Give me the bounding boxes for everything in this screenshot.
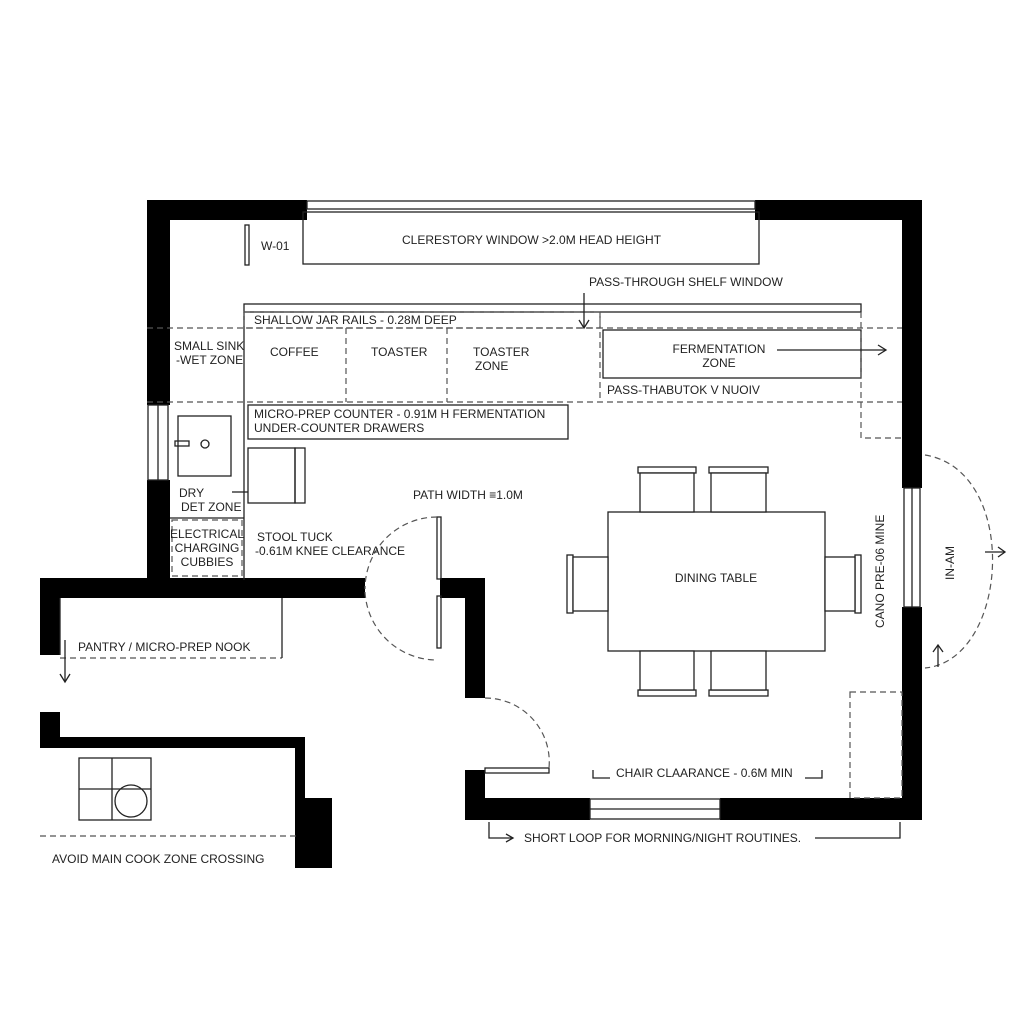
short-loop-label: SHORT LOOP FOR MORNING/NIGHT ROUTINES.: [524, 831, 801, 845]
clerestory-label: CLERESTORY WINDOW >2.0M HEAD HEIGHT: [402, 233, 662, 247]
fermentation-zone-label-2: ZONE: [702, 356, 735, 370]
toaster-label: TOASTER: [371, 345, 428, 359]
pass-through-label: PASS-THROUGH SHELF WINDOW: [589, 275, 783, 289]
dining-table: [607, 511, 826, 652]
windows: [147, 200, 921, 820]
coffee-label: COFFEE: [270, 345, 319, 359]
knee-clearance-label: -0.61M KNEE CLEARANCE: [255, 544, 405, 558]
cano-label: CANO PRE-06 MINE: [873, 515, 887, 628]
electrical-label: ELECTRICAL: [170, 527, 244, 541]
toaster-zone-label: TOASTER: [473, 345, 530, 359]
dry-zone-label-2: DET ZONE: [181, 500, 241, 514]
micro-prep-counter: [247, 404, 569, 440]
electrical-label-2: CHARGING: [175, 541, 240, 555]
walls: [40, 200, 922, 868]
drawers-label: UNDER-COUNTER DRAWERS: [254, 421, 424, 435]
avoid-crossing-label: AVOID MAIN COOK ZONE CROSSING: [52, 852, 264, 866]
arrows: [59, 293, 1007, 843]
micro-prep-label: MICRO-PREP COUNTER - 0.91M H FERMENTATIO…: [254, 407, 545, 421]
stool-label: STOOL TUCK: [257, 530, 333, 544]
window-tag: W-01: [261, 239, 290, 253]
dry-zone-label: DRY: [179, 486, 204, 500]
chair-clearance-label: CHAIR CLAARANCE - 0.6M MIN: [616, 766, 793, 780]
sink-label-2: -WET ZONE: [176, 353, 243, 367]
path-width-label: PATH WIDTH ≡1.0M: [413, 488, 523, 502]
toaster-zone-label-2: ZONE: [475, 359, 508, 373]
electrical-label-3: CUBBIES: [181, 555, 234, 569]
dining-set: [566, 466, 862, 697]
jar-rails-label: SHALLOW JAR RAILS - 0.28M DEEP: [254, 313, 457, 327]
pass-through-shelf: [243, 303, 862, 313]
pantry-label: PANTRY / MICRO-PREP NOOK: [78, 640, 250, 654]
dining-table-label: DINING TABLE: [675, 571, 757, 585]
stool: [247, 447, 296, 504]
pass-through-label-2: PASS-THABUTOK V NUOIV: [607, 383, 760, 397]
fermentation-zone-label: FERMENTATION: [673, 342, 766, 356]
sink-label: SMALL SINK: [174, 339, 244, 353]
labels: W-01 CLERESTORY WINDOW >2.0M HEAD HEIGHT…: [52, 233, 957, 866]
in-am-label: IN-AM: [943, 546, 957, 580]
doors: [40, 454, 994, 837]
